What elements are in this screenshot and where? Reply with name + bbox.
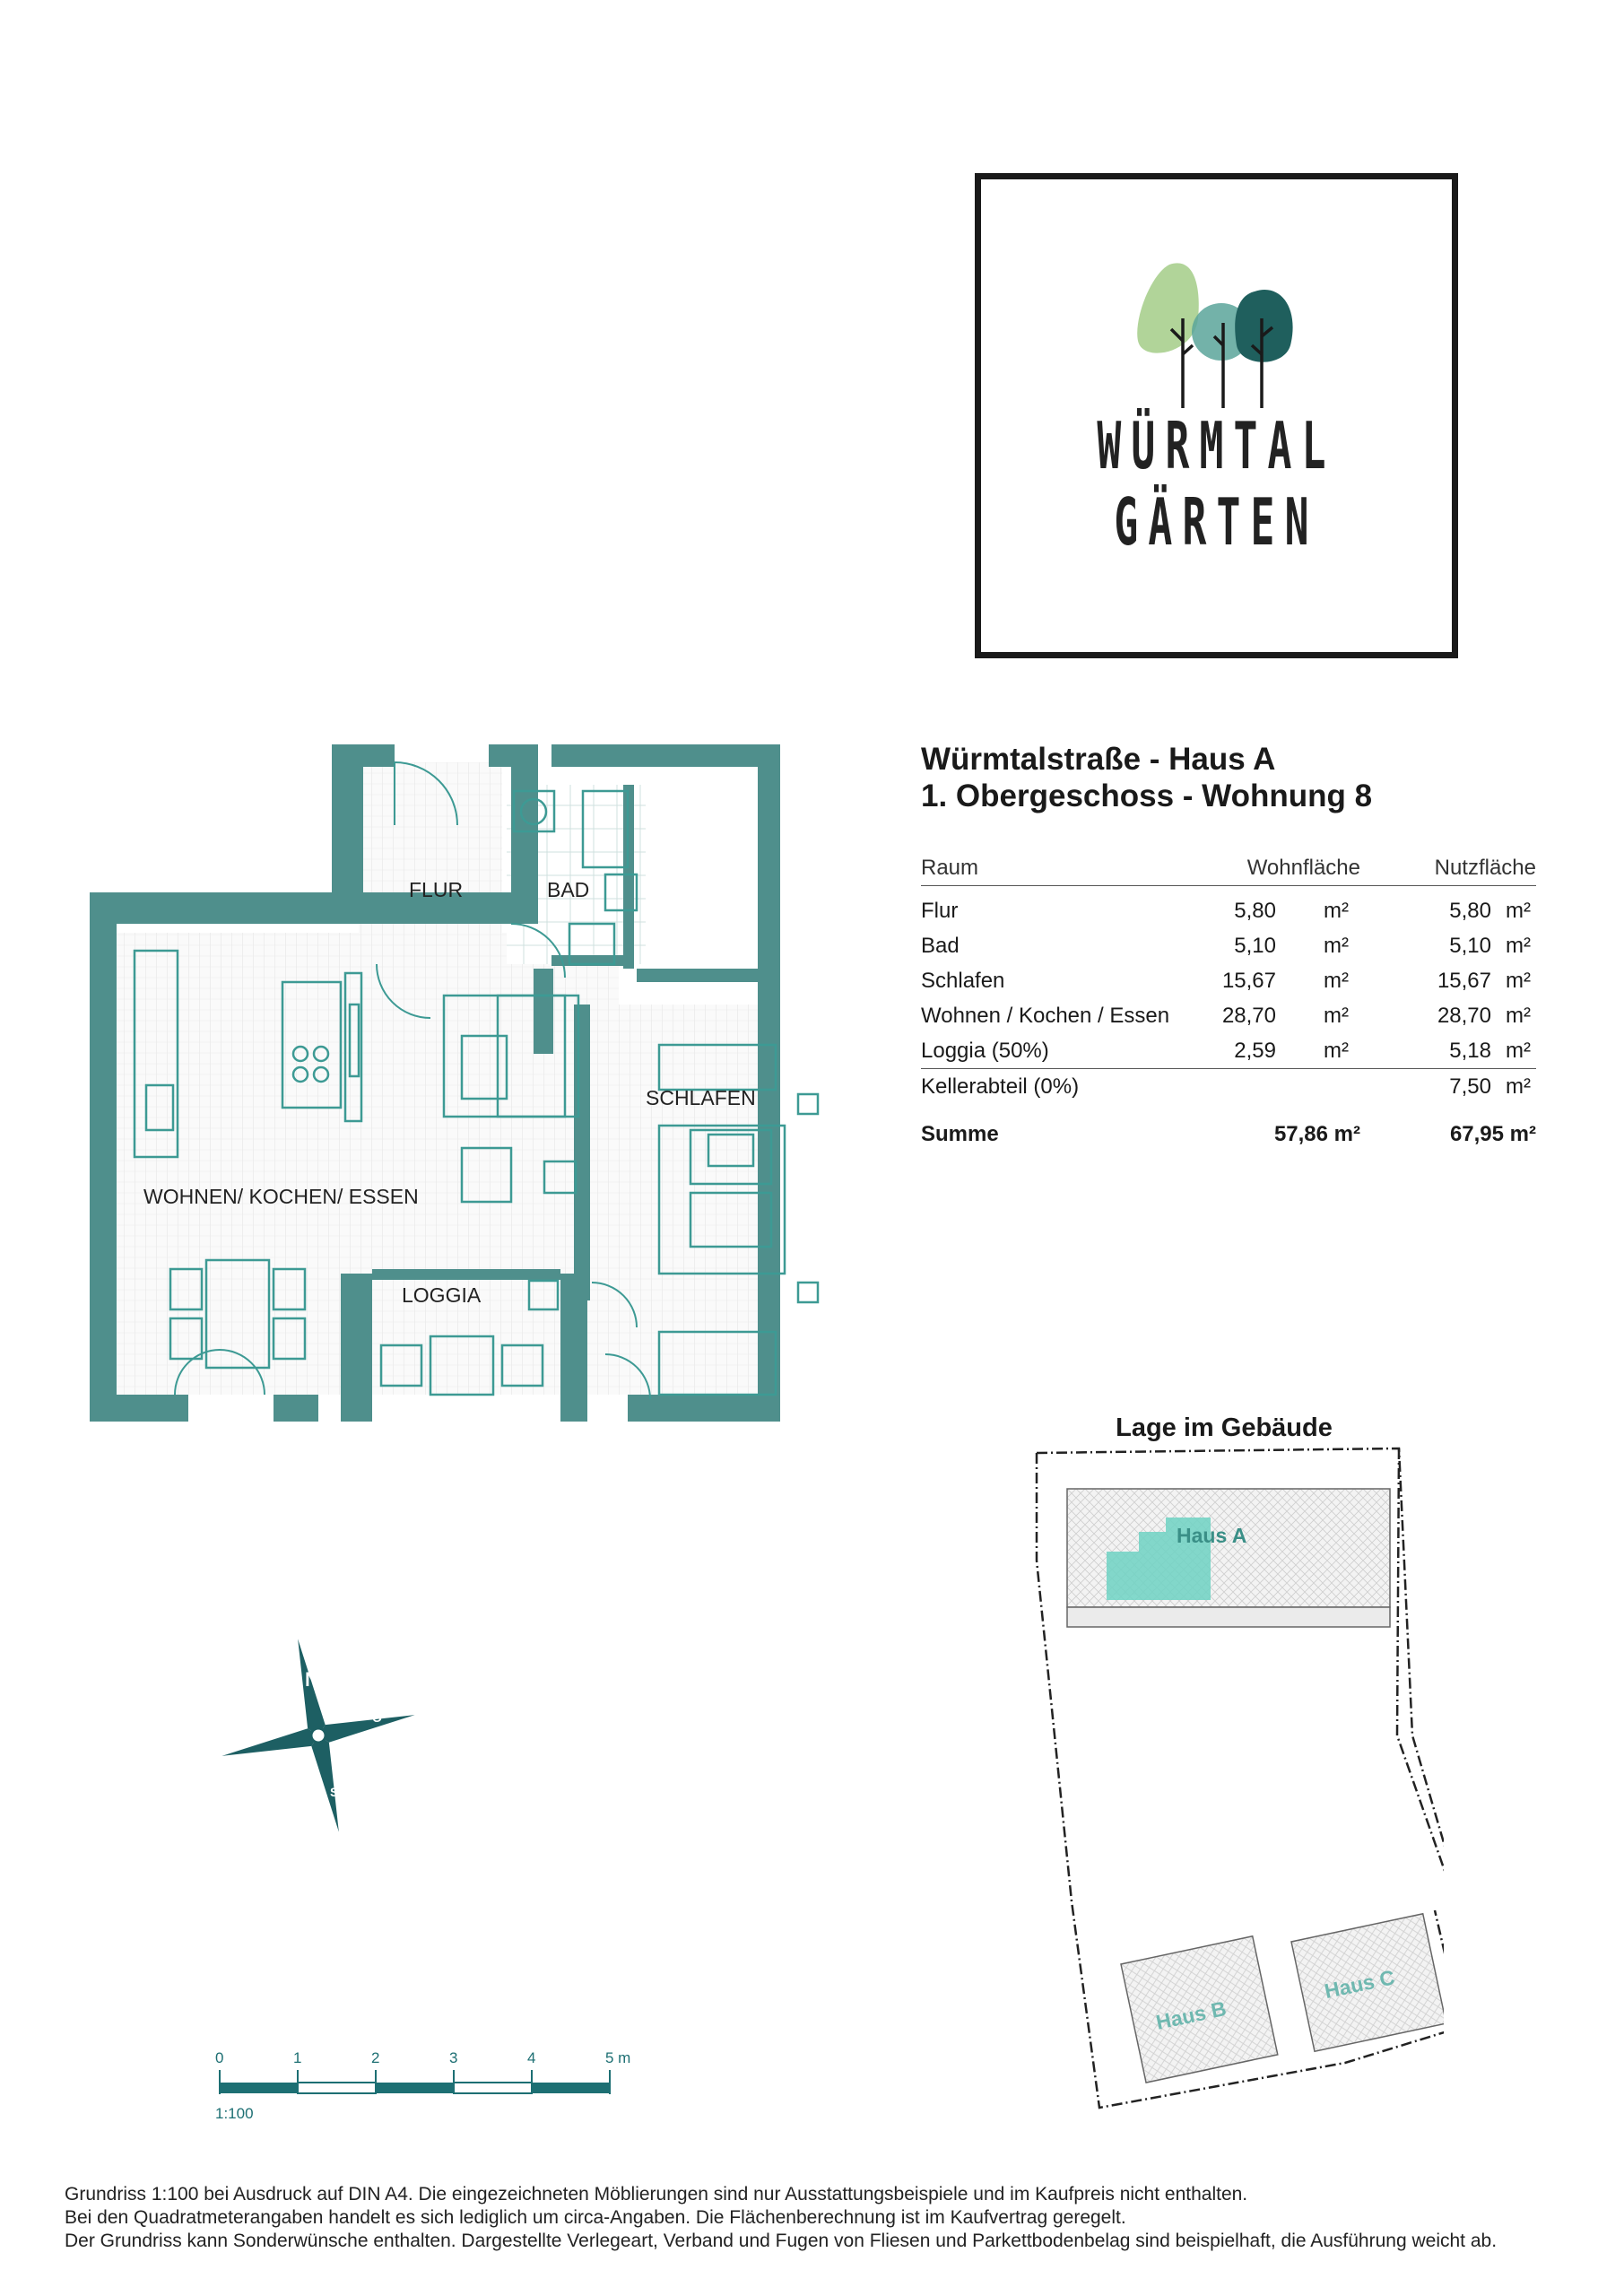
- row-usable-unit: m²: [1506, 1004, 1531, 1028]
- scale-label: 1: [293, 2049, 301, 2066]
- room-label-wohnen: WOHNEN/ KOCHEN/ ESSEN: [143, 1185, 419, 1208]
- footnote-line: Bei den Quadratmeterangaben handelt es s…: [65, 2207, 1126, 2228]
- row-usable-unit: m²: [1506, 1074, 1531, 1099]
- row-usable: 15,67: [1437, 969, 1491, 993]
- scale-label: 2: [371, 2049, 379, 2066]
- logo-line-2: GÄRTEN: [1114, 484, 1319, 560]
- header-usable: Nutzfläche: [1434, 856, 1536, 880]
- row-usable: 28,70: [1437, 1004, 1491, 1028]
- scale-ratio: 1:100: [215, 2105, 254, 2122]
- scale-label: 3: [449, 2049, 457, 2066]
- header-room: Raum: [921, 856, 979, 880]
- row-usable: 5,80: [1449, 899, 1491, 923]
- logo-line-1: WÜRMTAL: [1097, 408, 1336, 483]
- header-living: Wohnfläche: [1246, 856, 1360, 880]
- table-row: Loggia (50%) 2,59 m² 5,18 m²: [921, 1033, 1536, 1068]
- row-room: Kellerabteil (0%): [921, 1074, 1080, 1099]
- floor-plan: FLUR BAD SCHLAFEN WOHNEN/ KOCHEN/ ESSEN …: [90, 744, 820, 1422]
- table-row: Flur 5,80 m² 5,80 m²: [921, 893, 1536, 928]
- doors: [174, 761, 651, 1400]
- room-label-flur: FLUR: [409, 878, 463, 901]
- row-living-unit: m²: [1324, 969, 1349, 993]
- row-usable-unit: m²: [1506, 969, 1531, 993]
- row-room: Loggia (50%): [921, 1039, 1049, 1063]
- scale-bar: 0 1 2 3 4 5 m 1:100: [215, 2049, 630, 2122]
- row-living: 2,59: [1234, 1039, 1276, 1063]
- table-header: Raum Wohnfläche Nutzfläche: [921, 850, 1536, 885]
- row-usable: 7,50: [1449, 1074, 1491, 1099]
- compass-s: S: [330, 1785, 338, 1799]
- compass-w: W: [253, 1751, 265, 1765]
- row-living-unit: m²: [1324, 1004, 1349, 1028]
- footnotes: Grundriss 1:100 bei Ausdruck auf DIN A4.…: [65, 2183, 1497, 2253]
- trees-logo-icon: [1137, 263, 1293, 408]
- haus-b-building: Haus B: [1120, 1935, 1279, 2083]
- walls: [90, 744, 780, 1422]
- heading-unit: 1. Obergeschoss - Wohnung 8: [921, 778, 1373, 813]
- haus-a-label: Haus A: [1177, 1524, 1246, 1547]
- table-row: Kellerabteil (0%) 7,50 m²: [921, 1069, 1536, 1104]
- scale-label: 0: [215, 2049, 223, 2066]
- room-label-loggia: LOGGIA: [402, 1283, 482, 1307]
- row-room: Wohnen / Kochen / Essen: [921, 1004, 1170, 1028]
- hall-floor: [359, 762, 502, 955]
- table-divider: [921, 885, 1536, 886]
- location-title: Lage im Gebäude: [1116, 1413, 1333, 1442]
- row-room: Schlafen: [921, 969, 1005, 993]
- table-row: Wohnen / Kochen / Essen 28,70 m² 28,70 m…: [921, 998, 1536, 1033]
- row-room: Flur: [921, 899, 959, 923]
- scale-label: 4: [527, 2049, 535, 2066]
- row-usable-unit: m²: [1506, 1039, 1531, 1063]
- row-usable-unit: m²: [1506, 899, 1531, 923]
- haus-c-building: Haus C: [1290, 1912, 1444, 2053]
- apartment-heading: Würmtalstraße - Haus A 1. Obergeschoss -…: [921, 741, 1372, 814]
- row-living: 15,67: [1221, 969, 1276, 993]
- furniture: [133, 789, 820, 1396]
- footnote-line: Der Grundriss kann Sonderwünsche enthalt…: [65, 2231, 1498, 2251]
- row-living: 5,80: [1234, 899, 1276, 923]
- row-living-unit: m²: [1324, 1039, 1349, 1063]
- row-usable: 5,18: [1449, 1039, 1491, 1063]
- logo: WÜRMTAL GÄRTEN: [975, 173, 1458, 658]
- sum-usable: 67,95 m²: [1449, 1122, 1536, 1146]
- compass-icon: N O S W: [221, 1639, 415, 1832]
- footnote-line: Grundriss 1:100 bei Ausdruck auf DIN A4.…: [65, 2184, 1248, 2205]
- scale-label: 5 m: [605, 2049, 630, 2066]
- compass-n: N: [305, 1668, 319, 1691]
- sum-living: 57,86 m²: [1273, 1122, 1360, 1146]
- unit-highlight: [1107, 1518, 1211, 1600]
- compass-o: O: [372, 1710, 382, 1725]
- row-living: 5,10: [1234, 934, 1276, 958]
- site-plan: Haus A Haus B Haus C: [1035, 1447, 1444, 2109]
- table-row: Bad 5,10 m² 5,10 m²: [921, 928, 1536, 963]
- row-living-unit: m²: [1324, 899, 1349, 923]
- room-label-schlafen: SCHLAFEN: [646, 1086, 756, 1109]
- row-usable-unit: m²: [1506, 934, 1531, 958]
- row-living-unit: m²: [1324, 934, 1349, 958]
- heading-address: Würmtalstraße - Haus A: [921, 742, 1276, 777]
- room-label-bad: BAD: [547, 878, 589, 901]
- table-sum-row: Summe 57,86 m² 67,95 m²: [921, 1117, 1536, 1152]
- row-living: 28,70: [1221, 1004, 1276, 1028]
- sum-label: Summe: [921, 1122, 999, 1146]
- area-table: Raum Wohnfläche Nutzfläche Flur 5,80 m² …: [921, 850, 1536, 1152]
- plot-boundary: [1035, 1447, 1444, 2109]
- table-divider: [921, 1068, 1536, 1069]
- row-usable: 5,10: [1449, 934, 1491, 958]
- table-row: Schlafen 15,67 m² 15,67 m²: [921, 963, 1536, 998]
- row-room: Bad: [921, 934, 960, 958]
